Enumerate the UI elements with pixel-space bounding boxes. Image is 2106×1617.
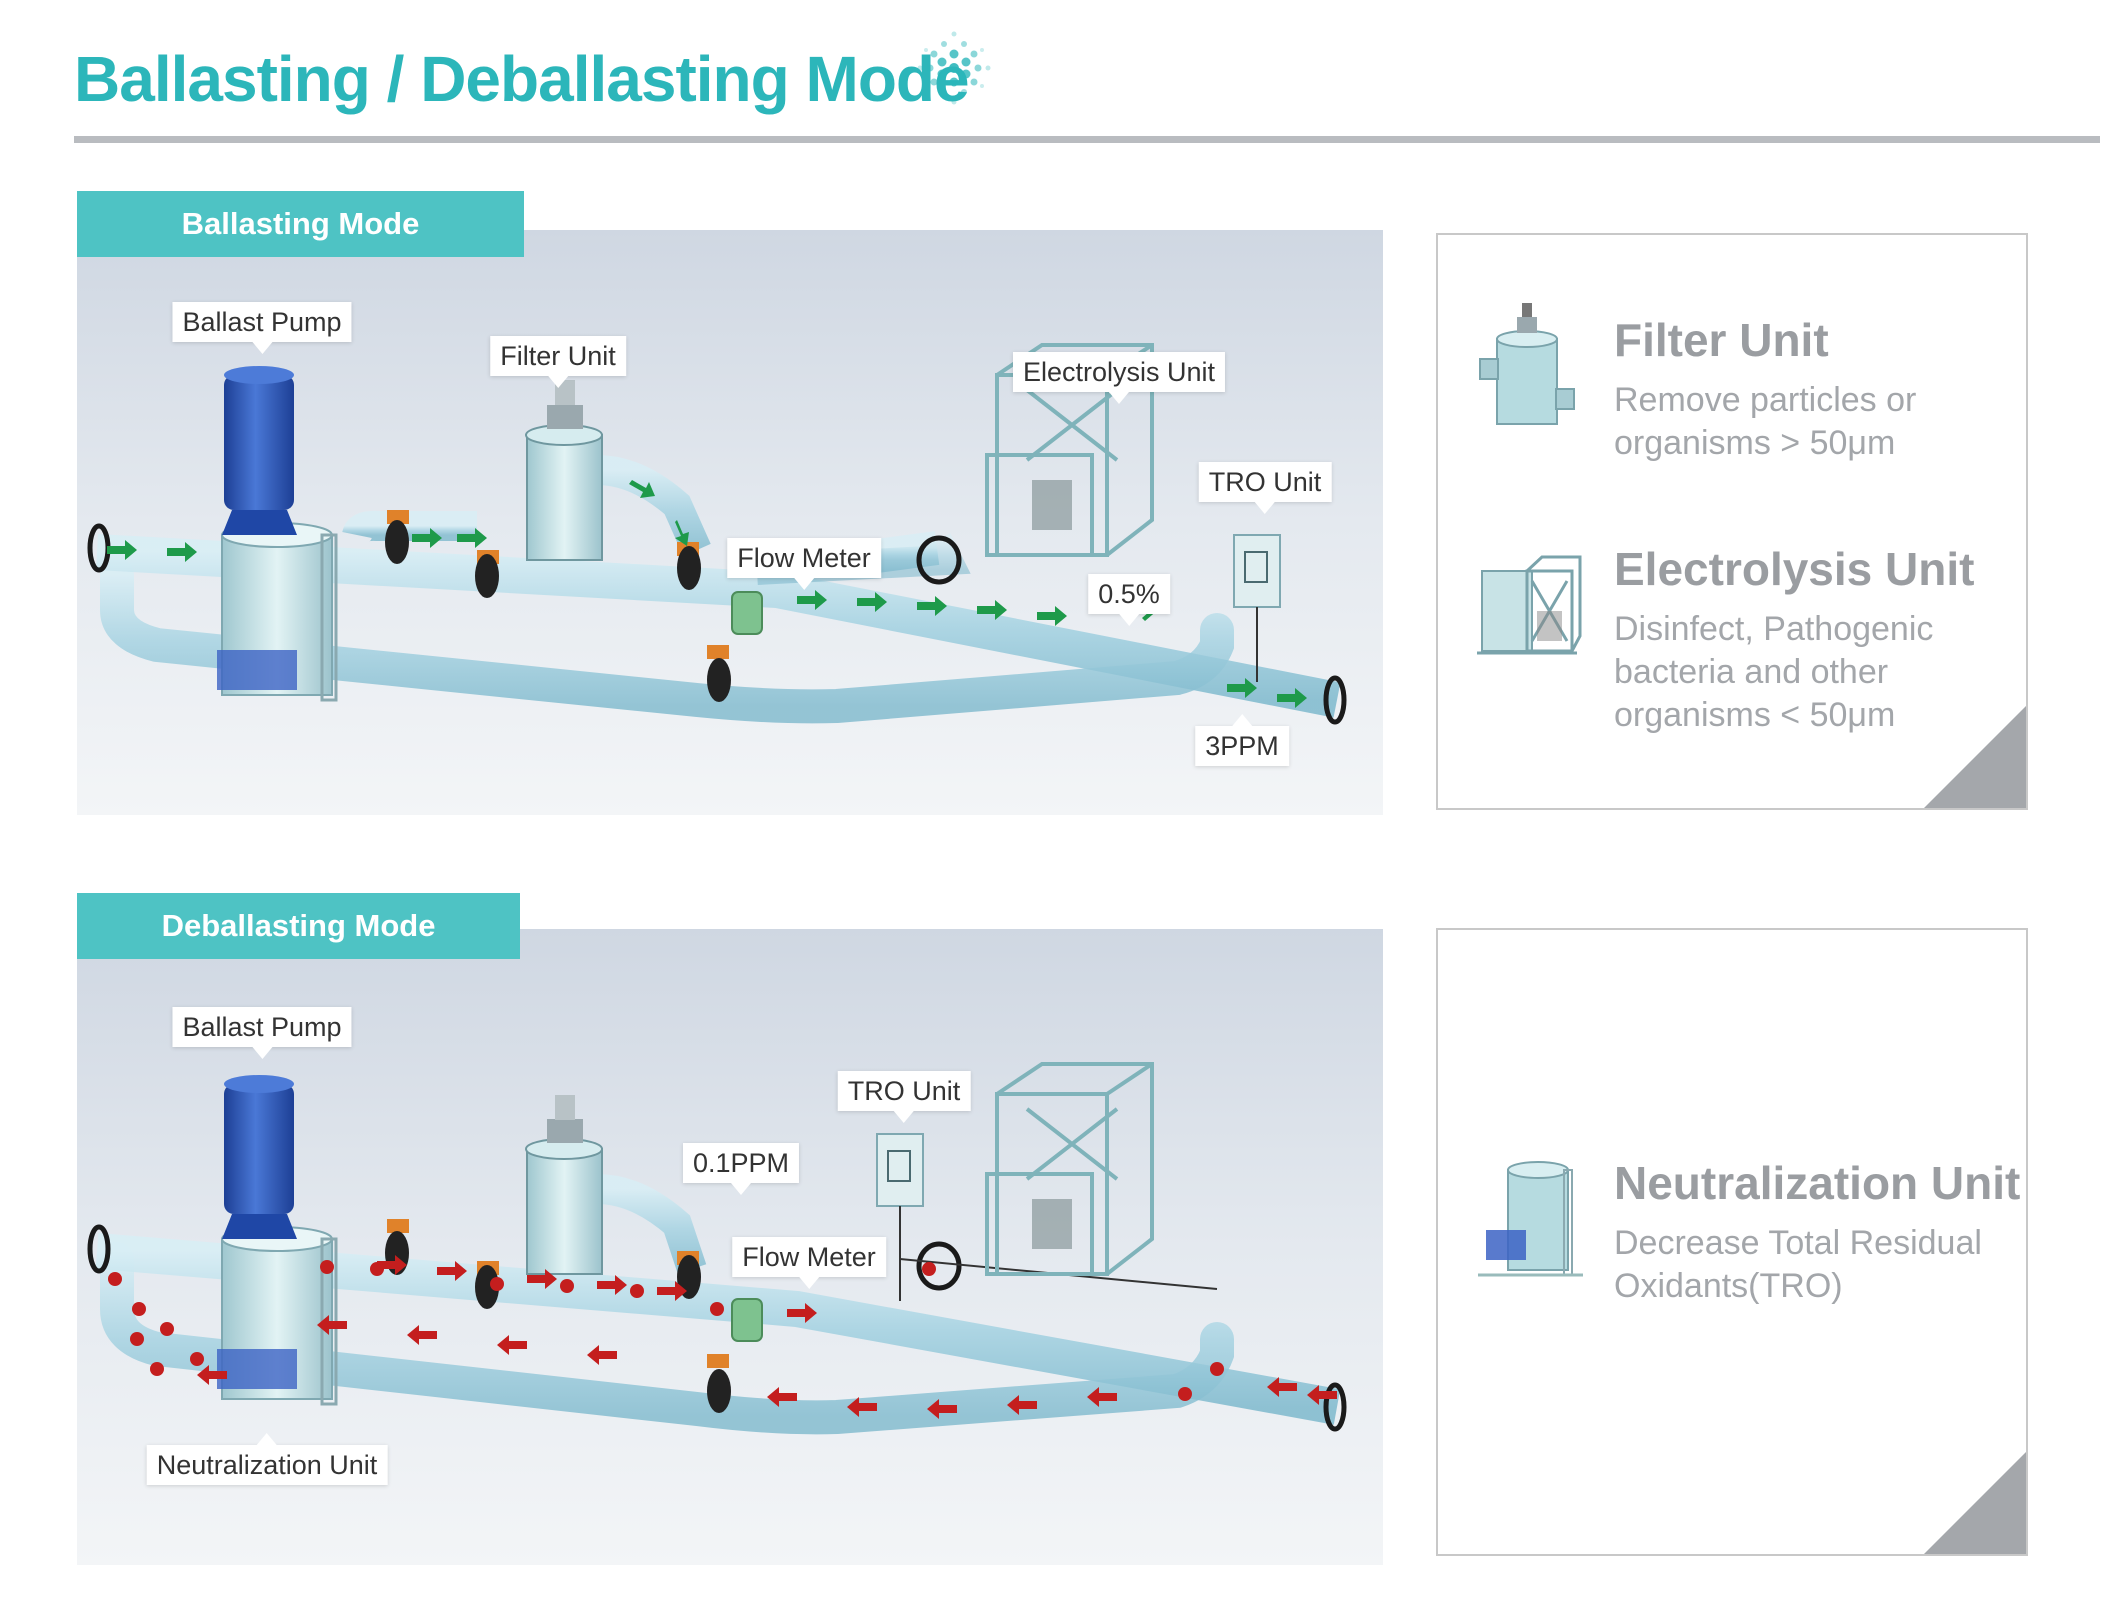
info-electrolysis-unit-title: Electrolysis Unit [1614,543,1975,595]
callout-ballast-pump: Ballast Pump [172,302,352,354]
ballasting-diagram: Ballast Pump Filter Unit Electrolysis Un… [77,230,1383,815]
filter-unit-icon [1479,303,1575,425]
info-electrolysis-unit: Electrolysis Unit Disinfect, Pathogenic … [1614,542,1974,737]
card-corner [1924,706,2026,808]
callout-dose: 0.5% [1088,574,1170,626]
deballasting-info-card: Neutralization Unit Decrease Total Resid… [1436,928,2028,1556]
callout-flow-meter: Flow Meter [727,538,881,590]
dots-logo-icon [917,31,991,105]
electrolysis-unit-icon [1477,555,1582,655]
neutralization-unit-icon [1478,1161,1583,1277]
callout-output: 3PPM [1195,714,1289,766]
title-divider [74,136,2100,143]
info-filter-unit: Filter Unit Remove particles or organism… [1614,313,1916,465]
info-neutralization-unit: Neutralization Unit Decrease Total Resid… [1614,1156,2020,1308]
info-neutralization-unit-desc: Decrease Total Residual Oxidants(TRO) [1614,1224,1982,1305]
callout-ballast-pump: Ballast Pump [172,1007,352,1059]
info-filter-unit-desc: Remove particles or organisms > 50μm [1614,381,1917,462]
info-electrolysis-unit-desc: Disinfect, Pathogenic bacteria and other… [1614,610,1934,734]
callout-neutralization-unit: Neutralization Unit [146,1433,388,1485]
info-filter-unit-title: Filter Unit [1614,314,1829,366]
card-corner [1924,1452,2026,1554]
callout-level: 0.1PPM [682,1143,800,1195]
callout-tro-unit: TRO Unit [1198,462,1332,514]
deballasting-mode-tab: Deballasting Mode [77,893,520,959]
ballasting-info-card: Filter Unit Remove particles or organism… [1436,233,2028,810]
callout-electrolysis-unit: Electrolysis Unit [1012,352,1226,404]
page-title: Ballasting / Deballasting Mode [74,43,970,115]
ballasting-mode-tab: Ballasting Mode [77,191,524,257]
info-neutralization-unit-title: Neutralization Unit [1614,1157,2021,1209]
callout-tro-unit: TRO Unit [837,1071,971,1123]
callout-flow-meter: Flow Meter [732,1237,886,1289]
callout-filter-unit: Filter Unit [490,336,626,388]
deballasting-diagram: Ballast Pump TRO Unit 0.1PPM Flow Meter … [77,929,1383,1565]
